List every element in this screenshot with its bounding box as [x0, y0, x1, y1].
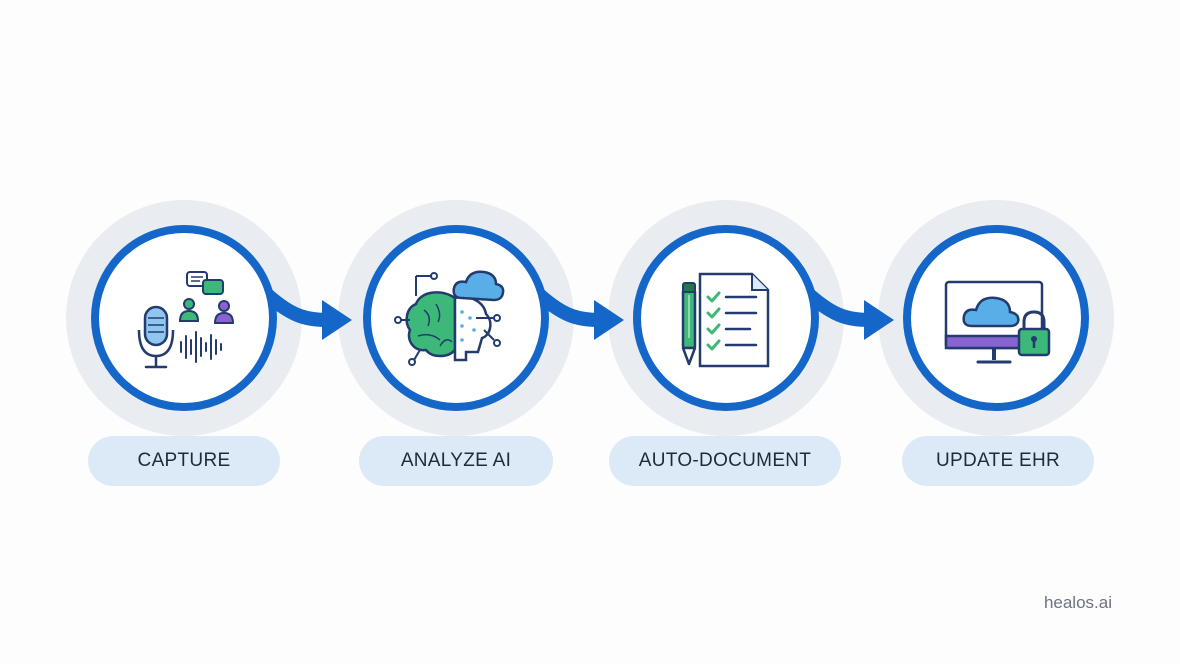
- brand-watermark: healos.ai: [1043, 593, 1112, 612]
- step-label-text: UPDATE EHR: [935, 450, 1061, 471]
- step-label-text: AUTO-DOCUMENT: [638, 450, 812, 471]
- checklist-document-pen-icon: [681, 272, 770, 368]
- step-label-analyze: ANALYZE AI: [359, 436, 553, 486]
- step-label-ehr: UPDATE EHR: [902, 436, 1094, 486]
- microphone-conversation-icon: [137, 271, 235, 369]
- step-label-capture: CAPTURE: [88, 436, 280, 486]
- secure-cloud-monitor-icon: [944, 280, 1051, 364]
- ai-brain-cloud-icon: [394, 270, 505, 366]
- step-label-text: CAPTURE: [137, 450, 231, 471]
- step-label-document: AUTO-DOCUMENT: [609, 436, 841, 486]
- step-label-text: ANALYZE AI: [400, 450, 512, 471]
